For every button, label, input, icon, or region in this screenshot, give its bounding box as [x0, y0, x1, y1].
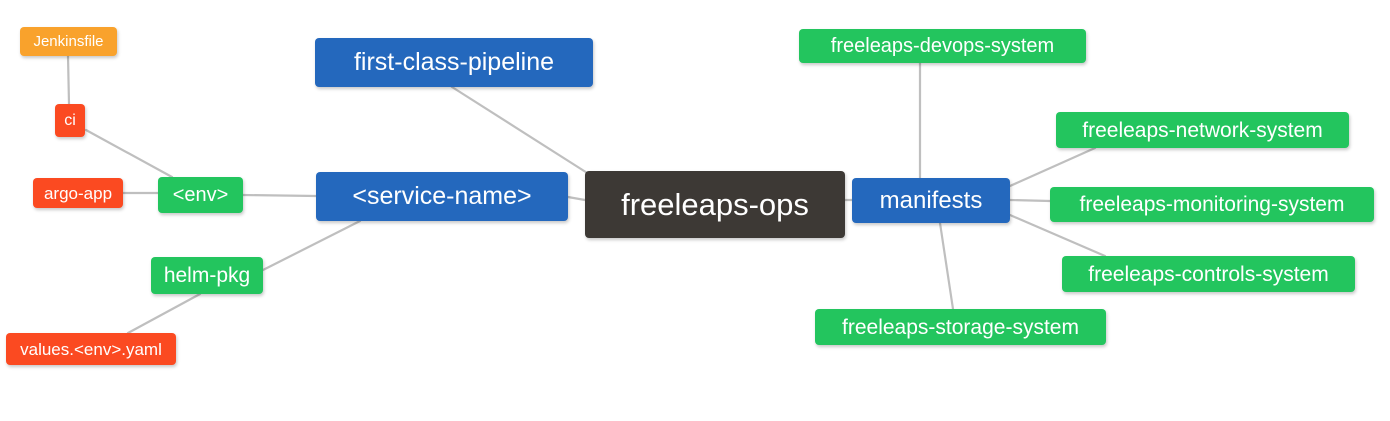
mindmap-node-first-class-pipeline[interactable]: first-class-pipeline — [315, 38, 593, 87]
mindmap-node-freeleaps-monitoring-system[interactable]: freeleaps-monitoring-system — [1050, 187, 1374, 222]
mindmap-node-label-first-class-pipeline: first-class-pipeline — [353, 48, 555, 76]
edge-helm-pkg-to-values-env-yaml — [126, 292, 202, 335]
mindmap-node-label-freeleaps-network-system: freeleaps-network-system — [1082, 118, 1323, 142]
mindmap-node-label-freeleaps-monitoring-system: freeleaps-monitoring-system — [1079, 193, 1345, 216]
mindmap-node-jenkinsfile[interactable]: Jenkinsfile — [20, 27, 117, 56]
edge-manifests-to-freeleaps-monitoring-system — [1008, 198, 1052, 203]
edge-freeleaps-ops-to-first-class-pipeline — [450, 85, 594, 178]
mindmap-node-label-ci: ci — [64, 111, 76, 129]
mindmap-node-freeleaps-controls-system[interactable]: freeleaps-controls-system — [1062, 256, 1355, 292]
mindmap-node-label-argo-app: argo-app — [43, 183, 113, 203]
edge-ci-to-jenkinsfile — [66, 54, 71, 106]
mindmap-node-label-freeleaps-storage-system: freeleaps-storage-system — [842, 315, 1079, 339]
mindmap-node-label-manifests: manifests — [879, 186, 983, 214]
mindmap-node-label-freeleaps-controls-system: freeleaps-controls-system — [1088, 262, 1329, 286]
mindmap-node-values-env-yaml[interactable]: values.<env>.yaml — [6, 333, 176, 365]
mindmap-node-manifests[interactable]: manifests — [852, 178, 1010, 223]
edge-manifests-to-freeleaps-network-system — [1008, 146, 1097, 188]
mindmap-node-env[interactable]: <env> — [158, 177, 243, 213]
edge-service-name-to-helm-pkg — [261, 219, 362, 272]
mindmap-node-label-jenkinsfile: Jenkinsfile — [33, 33, 104, 50]
mindmap-node-helm-pkg[interactable]: helm-pkg — [151, 257, 263, 294]
mindmap-node-argo-app[interactable]: argo-app — [33, 178, 123, 208]
mindmap-node-freeleaps-storage-system[interactable]: freeleaps-storage-system — [815, 309, 1106, 345]
mindmap-node-service-name[interactable]: <service-name> — [316, 172, 568, 221]
mindmap-node-label-freeleaps-ops: freeleaps-ops — [621, 187, 809, 222]
edge-service-name-to-env — [241, 193, 318, 198]
mindmap-node-freeleaps-network-system[interactable]: freeleaps-network-system — [1056, 112, 1349, 148]
mindmap-node-label-service-name: <service-name> — [352, 182, 532, 210]
edge-freeleaps-ops-to-service-name — [566, 195, 587, 202]
mindmap-node-freeleaps-devops-system[interactable]: freeleaps-devops-system — [799, 29, 1086, 63]
edge-manifests-to-freeleaps-storage-system — [938, 221, 955, 311]
edge-env-to-ci — [84, 128, 174, 179]
mindmap-node-ci[interactable]: ci — [55, 104, 85, 137]
mindmap-node-freeleaps-ops[interactable]: freeleaps-ops — [585, 171, 845, 238]
mindmap-node-label-freeleaps-devops-system: freeleaps-devops-system — [830, 35, 1055, 57]
mindmap-node-label-helm-pkg: helm-pkg — [163, 264, 251, 287]
mindmap-node-label-env: <env> — [172, 184, 229, 206]
mindmap-node-label-values-env-yaml: values.<env>.yaml — [20, 339, 162, 359]
